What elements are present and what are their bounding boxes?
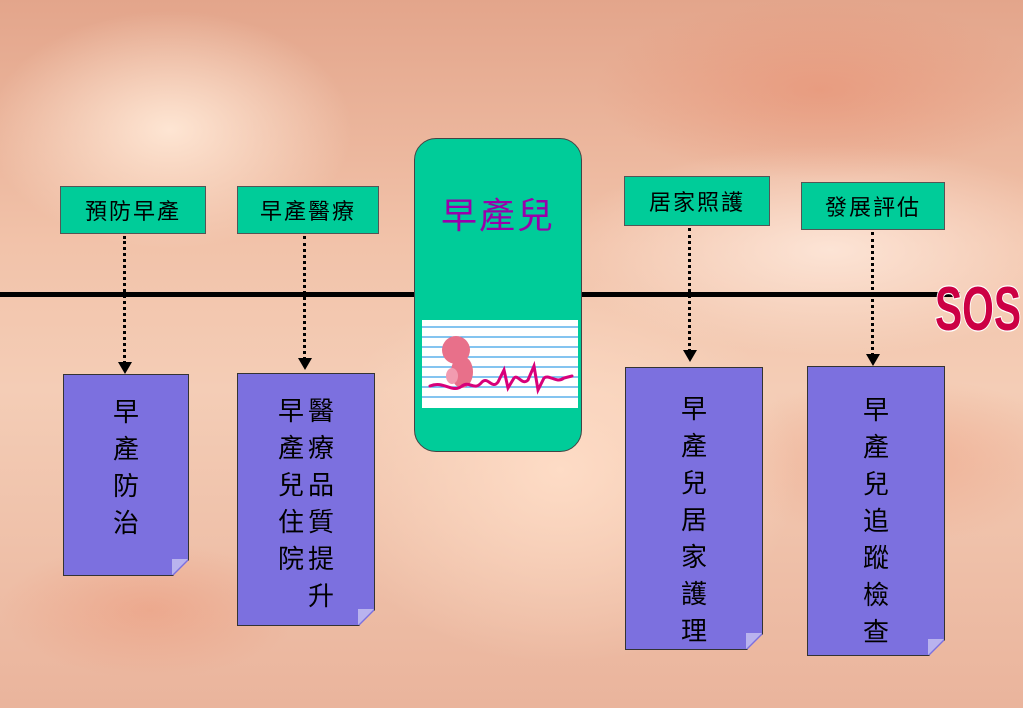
fetus-icon <box>442 336 473 388</box>
note-assessment-char: 早 <box>862 396 889 426</box>
note-assessment-char: 查 <box>862 618 889 648</box>
note-medical-char: 療 <box>307 434 334 464</box>
note-home-care-char: 理 <box>680 617 707 647</box>
note-assessment-char: 產 <box>862 433 889 463</box>
note-home-care-char: 早 <box>680 395 707 425</box>
label-assessment-text: 發展評估 <box>824 196 921 221</box>
note-medical-char: 提 <box>307 545 334 575</box>
note-home-care: 早 產 兒 居 家 護 理 <box>625 367 763 650</box>
note-medical-char: 早 <box>277 397 304 427</box>
label-home-care: 居家照護 <box>624 176 770 226</box>
label-home-care-text: 居家照護 <box>648 191 745 216</box>
label-prevention-text: 預防早產 <box>84 200 181 225</box>
note-home-care-char: 護 <box>680 580 707 610</box>
note-home-care-char: 產 <box>680 432 707 462</box>
arrow-line-home-care <box>688 228 691 352</box>
arrowhead-medical <box>298 358 312 370</box>
note-home-care-char: 居 <box>680 506 707 536</box>
note-assessment: 早 產 兒 追 蹤 檢 查 <box>807 366 945 656</box>
arrowhead-home-care <box>683 350 697 362</box>
fetus-ecg-emblem <box>422 320 578 408</box>
arrowhead-prevention <box>118 362 132 374</box>
note-medical: 早 產 兒 住 院 醫 療 品 質 提 升 <box>237 373 375 626</box>
note-medical-char: 兒 <box>277 471 304 501</box>
note-assessment-char: 檢 <box>862 581 889 611</box>
note-medical-char: 質 <box>307 508 334 538</box>
arrowhead-assessment <box>866 354 880 366</box>
center-title: 早產兒 <box>440 196 555 237</box>
note-home-care-char: 家 <box>680 543 707 573</box>
label-medical: 早產醫療 <box>237 186 379 234</box>
arrow-line-assessment <box>871 232 874 356</box>
label-assessment: 發展評估 <box>801 182 945 230</box>
note-home-care-char: 兒 <box>680 469 707 499</box>
note-medical-char: 產 <box>277 434 304 464</box>
note-medical-char: 升 <box>307 582 334 612</box>
note-assessment-char: 追 <box>862 507 889 537</box>
note-medical-char: 院 <box>277 545 304 575</box>
arrow-line-medical <box>303 236 306 360</box>
note-medical-char: 住 <box>277 508 304 538</box>
note-medical-char: 品 <box>307 471 334 501</box>
note-assessment-char: 蹤 <box>862 544 889 574</box>
ecg-trace <box>428 360 574 395</box>
note-medical-char: 醫 <box>307 397 334 427</box>
label-prevention: 預防早產 <box>60 186 206 234</box>
note-prevention-char: 產 <box>112 435 139 465</box>
sos-label: SOS <box>934 274 1022 342</box>
note-prevention: 早 產 防 治 <box>63 374 189 576</box>
note-prevention-char: 治 <box>112 509 139 539</box>
note-assessment-char: 兒 <box>862 470 889 500</box>
label-medical-text: 早產醫療 <box>259 200 356 225</box>
arrow-line-prevention <box>123 236 126 364</box>
sos-text: SOS <box>935 275 1021 342</box>
note-prevention-char: 早 <box>112 398 139 428</box>
note-prevention-char: 防 <box>112 472 139 502</box>
